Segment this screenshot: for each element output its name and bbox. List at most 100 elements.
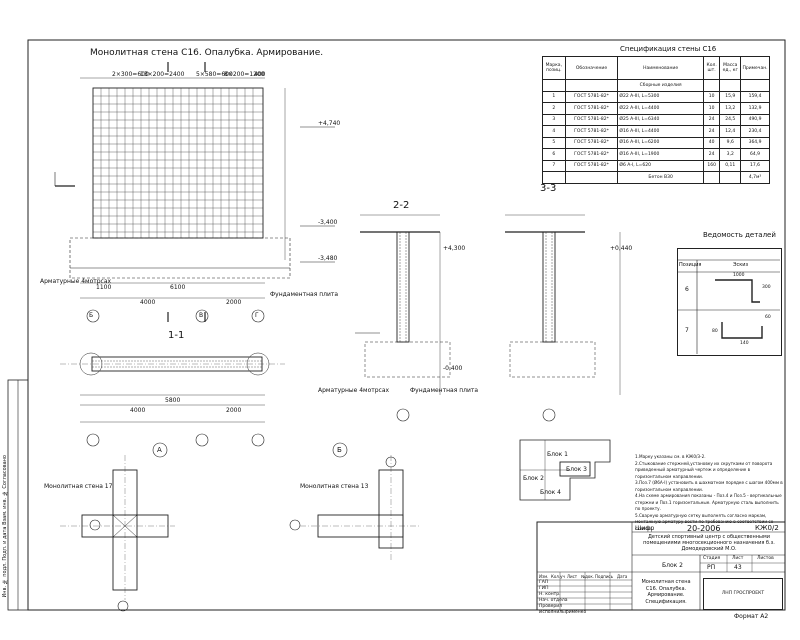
dim-top-0: 2×300=600 bbox=[112, 71, 149, 78]
spec-title: Спецификация стены С16 bbox=[620, 45, 717, 53]
drawing-main-title: Монолитная стена С16. Опалубка. Армирова… bbox=[90, 48, 324, 58]
stamp-sheets-head: Листов bbox=[757, 556, 774, 561]
spec-doc: ГОСТ 5781-82* bbox=[564, 113, 619, 126]
table-row: 4 ГОСТ 5781-82* Ø16 А-III, L=4400 24 12,… bbox=[542, 125, 770, 138]
spec-mass: 0,11 bbox=[719, 159, 742, 172]
dim-top-4: 400 bbox=[254, 71, 266, 78]
level-5: +0,440 bbox=[610, 245, 633, 252]
spec-note: 490,9 bbox=[740, 113, 770, 126]
label-armatura-2: Арматурные 4мотрсах bbox=[318, 387, 390, 394]
level-6: -0,400 bbox=[443, 365, 463, 372]
title-block: Шифр 20-2006 КЖ0/2 Детский спортивный це… bbox=[537, 522, 785, 615]
label-armatura: Арматурные 4мотрсах bbox=[40, 278, 112, 285]
dim-top-1: 13×200=2400 bbox=[140, 71, 185, 78]
side-strip: Инв. № подл. Подп. и дата Взам. инв. № С… bbox=[2, 455, 8, 598]
stamp-stage: РП bbox=[707, 564, 716, 571]
dim-bottom-0: 1100 bbox=[96, 284, 112, 291]
spec-h-qty: Кол. шт. bbox=[702, 56, 721, 80]
level-3: -3,400 bbox=[318, 219, 338, 226]
dim-top-2: 5×580=600 bbox=[196, 71, 233, 78]
wall-label-13: Монолитная стена 13 bbox=[300, 483, 369, 490]
stamp-col-list: Лист bbox=[567, 574, 578, 579]
spec-group: Сборные изделия bbox=[617, 79, 704, 92]
spec-mass: 12,4 bbox=[719, 125, 742, 138]
table-row: 7 ГОСТ 5781-82* Ø6 А-I, L=620 160 0,11 1… bbox=[542, 159, 770, 172]
dim-bottom-3: 2000 bbox=[226, 299, 242, 306]
stamp-col-kol: Кол.уч bbox=[551, 574, 565, 579]
stamp-col-izm: Изм. bbox=[539, 574, 549, 579]
spec-note: 230,4 bbox=[740, 125, 770, 138]
level-0: +4,740 bbox=[318, 120, 341, 127]
spec-mass: 24,5 bbox=[719, 113, 742, 126]
stamp-sheet-code: КЖ0/2 bbox=[755, 524, 779, 532]
node-a-label: А bbox=[157, 446, 162, 454]
spec-mass: 9,6 bbox=[719, 136, 742, 149]
spec-qty: 10 bbox=[702, 90, 721, 103]
label-plita: Фундаментная плита bbox=[270, 291, 339, 298]
stamp-block: Блок 2 bbox=[662, 562, 683, 569]
section-3-3-title: 3-3 bbox=[540, 183, 557, 194]
vedomost-dim-7b: 140 bbox=[740, 341, 749, 346]
spec-h-doc: Обозначение bbox=[564, 56, 619, 80]
spec-qty: 160 bbox=[702, 159, 721, 172]
note-5: 5.Сварную арматурную сетку выполнять сог… bbox=[635, 512, 774, 531]
spec-note: 159,4 bbox=[740, 90, 770, 103]
spec-table: Марка, позиц. Обозначение Наименование К… bbox=[542, 56, 770, 184]
stamp-sheet-title: Монолитная стена С16. Опалубка. Армирова… bbox=[641, 579, 691, 605]
spec-doc: ГОСТ 5781-82* bbox=[564, 148, 619, 161]
stamp-name-5: Ефименко bbox=[562, 610, 587, 615]
stamp-shifr: Шифр bbox=[635, 525, 655, 532]
org-logo: ЛНП ГРОСПРОЕКТ bbox=[703, 578, 783, 610]
dim-top-3: 8×200=1200 bbox=[224, 71, 265, 78]
section-1-1-title: 1-1 bbox=[168, 330, 185, 341]
spec-concrete-vol: 4,7м³ bbox=[740, 171, 770, 184]
spec-pos: 1 bbox=[542, 90, 566, 103]
dim-plan-2: 2000 bbox=[226, 407, 242, 414]
key-block-1: Блок 1 bbox=[547, 451, 568, 458]
spec-concrete-row: Бетон В30 4,7м³ bbox=[542, 171, 770, 184]
spec-qty: 24 bbox=[702, 125, 721, 138]
key-block-4: Блок 4 bbox=[540, 489, 561, 496]
stamp-role-1: ГИП bbox=[539, 586, 549, 591]
note-1: 1.Марку указаны см. в КЖ0/3-2. bbox=[635, 454, 706, 459]
table-row: 1 ГОСТ 5781-82* Ø22 А-III, L=5300 10 15,… bbox=[542, 90, 770, 103]
spec-mass: 3,2 bbox=[719, 148, 742, 161]
spec-qty: 24 bbox=[702, 148, 721, 161]
key-block-3: Блок 3 bbox=[566, 466, 587, 473]
table-row: 5 ГОСТ 5781-82* Ø16 А-III, L=6200 40 9,6… bbox=[542, 136, 770, 149]
spec-h-mass: Масса ед., кг bbox=[719, 56, 742, 80]
format-label: Формат А2 bbox=[734, 613, 769, 620]
stamp-role-4: Проверил bbox=[539, 604, 563, 609]
vedomost-dim-6b: 300 bbox=[762, 285, 771, 290]
wall-label-17: Монолитная стена 17 bbox=[44, 483, 113, 490]
spec-note: 64,9 bbox=[740, 148, 770, 161]
stamp-sheet-head: Лист bbox=[732, 556, 744, 561]
spec-doc: ГОСТ 5781-82* bbox=[564, 136, 619, 149]
stamp-col-sign: Подпись bbox=[595, 574, 613, 579]
level-2: -3,480 bbox=[318, 255, 338, 262]
note-3: 3.Поз.7 (Ø6А-I) установить в шахматном п… bbox=[635, 480, 783, 492]
stamp-code: 20-2006 bbox=[687, 524, 721, 533]
stamp-stage-head: Стадия bbox=[703, 556, 721, 561]
dim-bottom-1: 4000 bbox=[140, 299, 156, 306]
section-2-2-title: 2-2 bbox=[393, 200, 410, 211]
spec-mass: 15,9 bbox=[719, 90, 742, 103]
vedomost-title: Ведомость деталей bbox=[703, 231, 776, 239]
axis-label-v: В bbox=[199, 312, 204, 319]
note-2: 2.Стыкование стержней,установку их скрут… bbox=[635, 460, 773, 479]
stamp-role-3: Нач. отдела bbox=[539, 598, 568, 603]
spec-mass: 13,2 bbox=[719, 102, 742, 115]
spec-doc: ГОСТ 5781-82* bbox=[564, 90, 619, 103]
spec-name: Ø16 А-III, L=4400 bbox=[617, 125, 704, 138]
dim-bottom-2: 6100 bbox=[170, 284, 186, 291]
spec-doc: ГОСТ 5781-82* bbox=[564, 125, 619, 138]
key-block-2: Блок 2 bbox=[523, 475, 544, 482]
spec-name: Ø16 А-III, L=6200 bbox=[617, 136, 704, 149]
spec-pos: 4 bbox=[542, 125, 566, 138]
vedomost-dim-7a: 60 bbox=[765, 315, 771, 320]
vedomost-dim-7c: 80 bbox=[712, 329, 718, 334]
vedomost-pos-7: 7 bbox=[685, 327, 689, 334]
spec-name: Ø6 А-I, L=620 bbox=[617, 159, 704, 172]
spec-qty: 10 bbox=[702, 102, 721, 115]
